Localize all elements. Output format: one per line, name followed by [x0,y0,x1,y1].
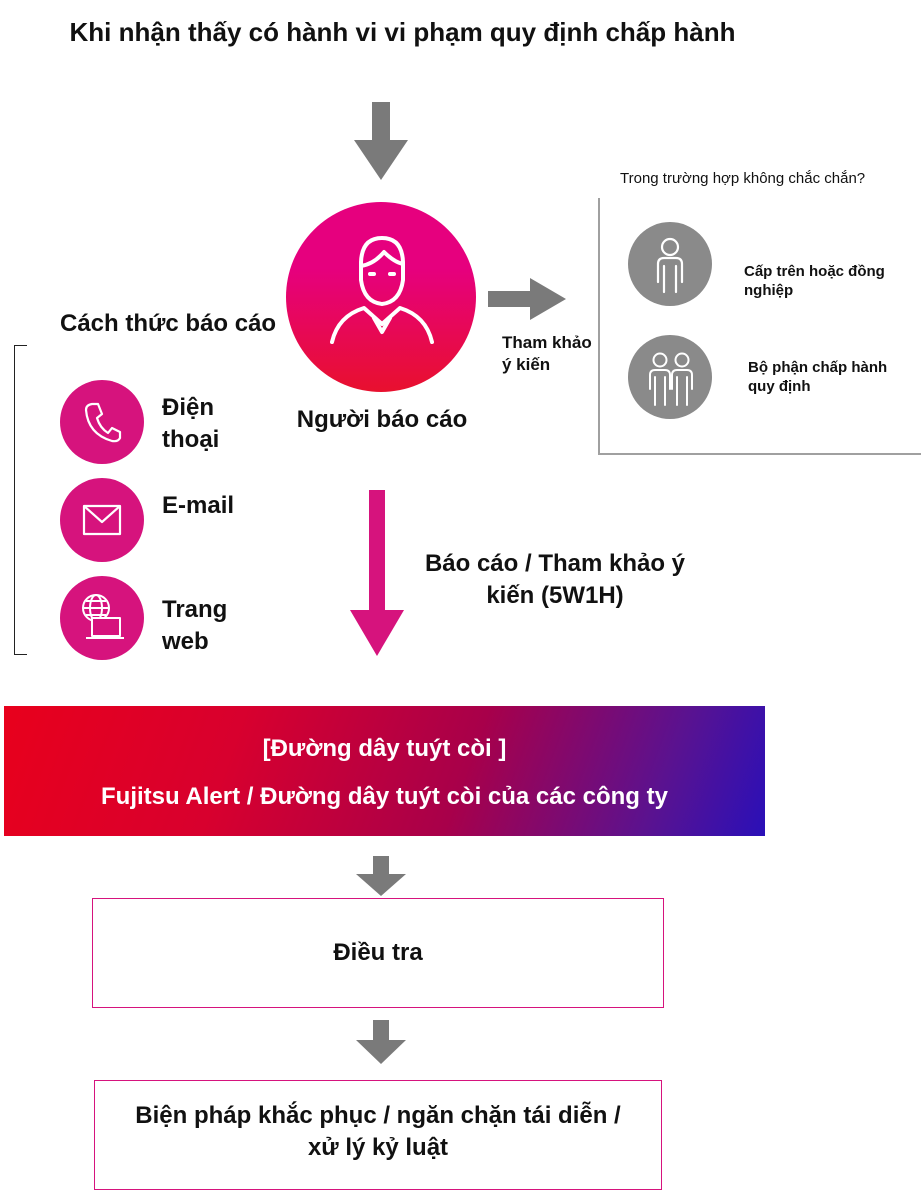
consult-arrow-label: Tham khảo ý kiến [502,333,592,374]
consult-item-compliance [628,335,712,419]
method-phone [60,380,144,464]
hotline-subtitle: Fujitsu Alert / Đường dây tuýt còi của c… [101,783,668,810]
single-person-icon [656,237,684,294]
method-phone-label: Điện thoại [162,394,220,453]
group-icon [649,352,693,406]
method-email-label: E-mail [162,492,235,519]
methods-heading: Cách thức báo cáo [60,310,277,337]
step-investigation: Điều tra [92,898,664,1008]
step-investigation-label: Điều tra [333,939,423,966]
hotline-banner: [Đường dây tuýt còi ] Fujitsu Alert / Đư… [4,706,765,836]
report-arrow-label: Báo cáo / Tham khảo ý kiến (5W1H) [424,550,686,609]
consult-item-superior [628,222,712,306]
consult-question: Trong trường hợp không chắc chắn? [620,170,866,187]
person-icon [330,236,434,344]
reporter-label: Người báo cáo [296,406,468,433]
down-arrow-1 [354,102,408,180]
consult-panel [598,198,921,455]
web-icon [82,594,124,639]
method-web-label: Trang web [162,596,228,655]
consult-item-compliance-label: Bộ phận chấp hành quy định [748,359,888,395]
diagram-title: Khi nhận thấy có hành vi vi phạm quy địn… [69,17,736,47]
phone-icon [84,402,122,443]
down-arrow-3 [356,1020,406,1064]
method-email [60,478,144,562]
consult-item-superior-label: Cấp trên hoặc đồng nghiệp [744,263,885,299]
down-arrow-2 [356,856,406,896]
envelope-icon [82,504,122,536]
methods-bracket [14,345,27,655]
method-web [60,576,144,660]
step-remedial: Biện pháp khắc phục / ngăn chặn tái diễn… [94,1080,662,1190]
step-remedial-label: Biện pháp khắc phục / ngăn chặn tái diễn… [135,1102,621,1161]
report-arrow [350,490,404,656]
hotline-title: [Đường dây tuýt còi ] [262,735,507,762]
reporter-circle [286,202,476,392]
consult-arrow [488,278,566,320]
